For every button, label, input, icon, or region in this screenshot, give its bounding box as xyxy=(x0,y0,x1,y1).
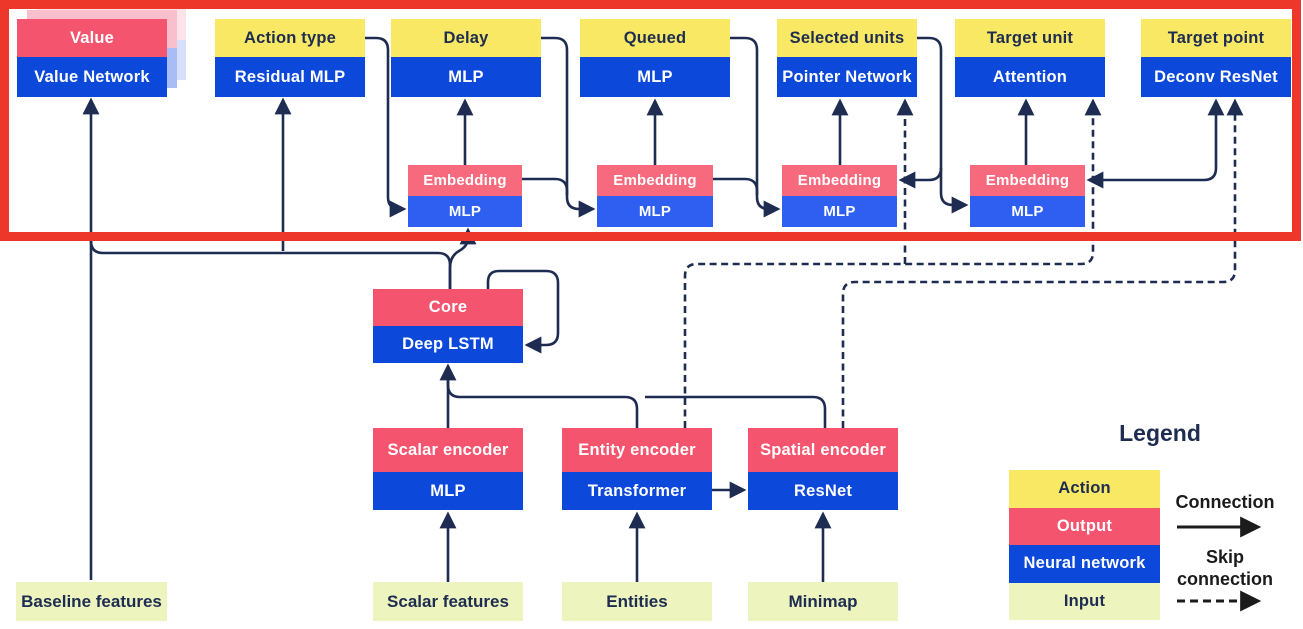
baseline-features-input: Baseline features xyxy=(16,582,167,621)
conn-embedding2-out xyxy=(713,177,759,195)
conn-delay-to-embedding2 xyxy=(541,36,596,218)
entity-encoder-block: Entity encoder Transformer xyxy=(562,428,712,510)
target-point-head-block: Target point Deconv ResNet xyxy=(1141,19,1291,97)
conn-core-trunk-left xyxy=(89,240,452,289)
embedding-block-4: Embedding MLP xyxy=(970,165,1085,227)
conn-embedding4-to-deconv-resnet xyxy=(1086,98,1225,189)
scalar-encoder-mlp-label: MLP xyxy=(373,472,523,510)
conn-spatial-encoder-to-lstm xyxy=(645,395,827,428)
embedding-1-label: Embedding xyxy=(408,165,522,196)
minimap-input: Minimap xyxy=(748,582,898,621)
legend-swatches: Action Output Neural network Input xyxy=(1009,470,1160,620)
embedding-block-1: Embedding MLP xyxy=(408,165,522,227)
embedding-block-3: Embedding MLP xyxy=(782,165,897,227)
action-type-label: Action type xyxy=(215,19,365,57)
embedding-4-mlp-label: MLP xyxy=(970,196,1085,227)
legend-title: Legend xyxy=(1119,420,1201,446)
conn-core-to-embedding1 xyxy=(448,227,477,289)
legend-connection-label: Connection xyxy=(1175,492,1275,512)
queued-head-block: Queued MLP xyxy=(580,19,730,97)
value-head-block: Value Value Network xyxy=(17,19,167,97)
queued-mlp-label: MLP xyxy=(580,57,730,97)
delay-head-block: Delay MLP xyxy=(391,19,541,97)
embedding-3-mlp-label: MLP xyxy=(782,196,897,227)
legend-input-swatch: Input xyxy=(1009,582,1160,620)
conn-entity-encoder-to-lstm xyxy=(446,375,639,428)
delay-label: Delay xyxy=(391,19,541,57)
target-unit-label: Target unit xyxy=(955,19,1105,57)
conn-embedding1-out xyxy=(522,177,569,195)
spatial-encoder-block: Spatial encoder ResNet xyxy=(748,428,898,510)
action-type-head-block: Action type Residual MLP xyxy=(215,19,365,97)
legend-action-swatch: Action xyxy=(1009,470,1160,508)
deep-lstm-label: Deep LSTM xyxy=(373,326,523,363)
deconv-resnet-label: Deconv ResNet xyxy=(1141,57,1291,97)
conn-selectedunits-branch-to-embedding3 xyxy=(898,167,943,189)
embedding-2-label: Embedding xyxy=(597,165,713,196)
legend-network-swatch: Neural network xyxy=(1009,545,1160,583)
attention-label: Attention xyxy=(955,57,1105,97)
embedding-4-label: Embedding xyxy=(970,165,1085,196)
selected-units-label: Selected units xyxy=(777,19,917,57)
embedding-2-mlp-label: MLP xyxy=(597,196,713,227)
selected-units-head-block: Selected units Pointer Network xyxy=(777,19,917,97)
queued-label: Queued xyxy=(580,19,730,57)
embedding-3-label: Embedding xyxy=(782,165,897,196)
delay-mlp-label: MLP xyxy=(391,57,541,97)
pointer-network-label: Pointer Network xyxy=(777,57,917,97)
value-output-label: Value xyxy=(17,19,167,57)
entities-input: Entities xyxy=(562,582,712,621)
conn-actiontype-to-embedding1 xyxy=(365,36,407,218)
target-point-label: Target point xyxy=(1141,19,1291,57)
legend-skip-label-line2: connection xyxy=(1176,569,1273,589)
transformer-label: Transformer xyxy=(562,472,712,510)
residual-mlp-label: Residual MLP xyxy=(215,57,365,97)
spatial-encoder-label: Spatial encoder xyxy=(748,428,898,472)
core-block: Core Deep LSTM xyxy=(373,289,523,363)
entity-encoder-label: Entity encoder xyxy=(562,428,712,472)
embedding-block-2: Embedding MLP xyxy=(597,165,713,227)
scalar-features-input: Scalar features xyxy=(373,582,523,621)
skip-spatial-to-deconv-resnet xyxy=(841,98,1244,428)
conn-selectedunits-to-embedding4 xyxy=(917,36,969,214)
skip-entity-to-attention xyxy=(683,98,1102,428)
value-network-label: Value Network xyxy=(17,57,167,97)
scalar-encoder-block: Scalar encoder MLP xyxy=(373,428,523,510)
resnet-label: ResNet xyxy=(748,472,898,510)
embedding-1-mlp-label: MLP xyxy=(408,196,522,227)
conn-core-self-loop xyxy=(486,269,560,354)
scalar-encoder-label: Scalar encoder xyxy=(373,428,523,472)
legend-skip-label-line1: Skip xyxy=(1205,547,1244,567)
legend-output-swatch: Output xyxy=(1009,507,1160,545)
target-unit-head-block: Target unit Attention xyxy=(955,19,1105,97)
core-label: Core xyxy=(373,289,523,326)
conn-queued-to-embedding3 xyxy=(730,36,781,218)
